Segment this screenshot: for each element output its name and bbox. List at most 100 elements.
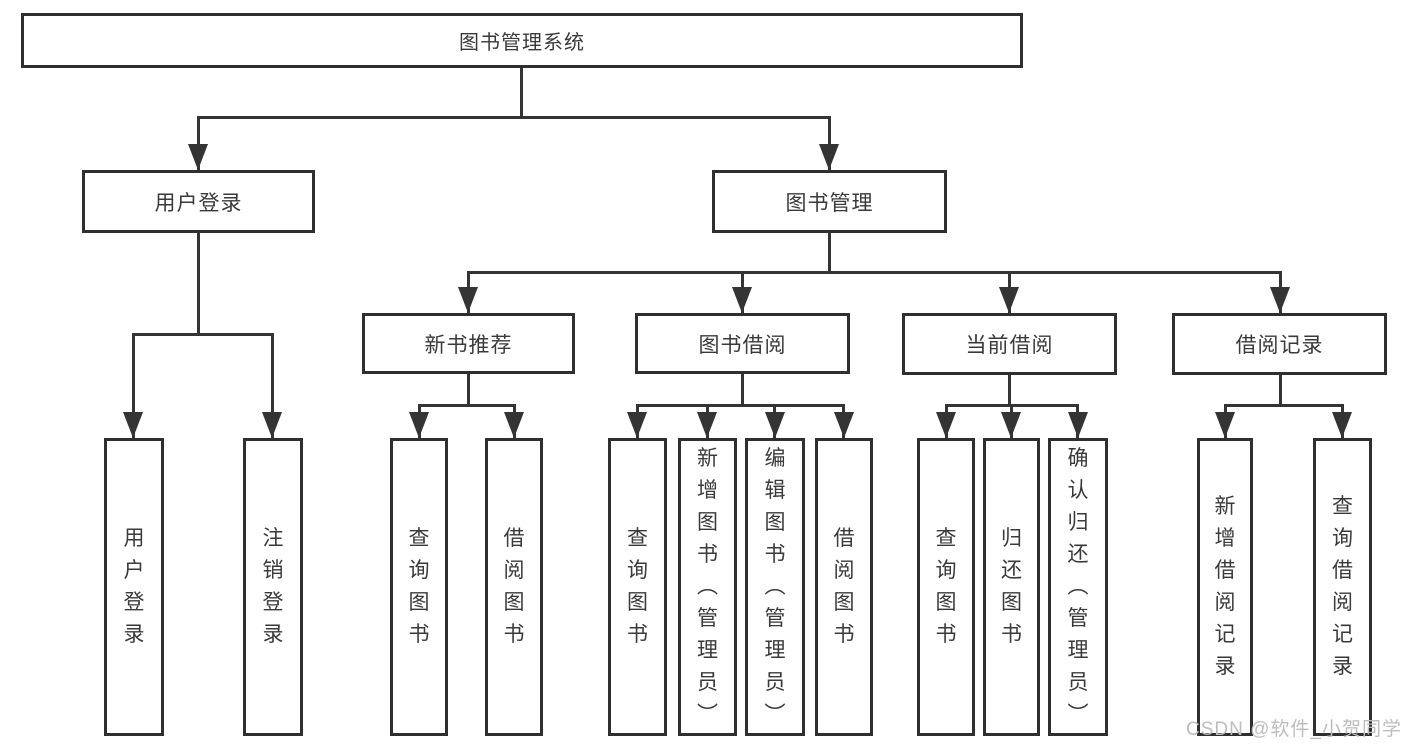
leaf-node-label-char: 录 <box>1332 655 1353 678</box>
node-borrowing-records: 借阅记录 <box>1172 313 1387 375</box>
arrow-down-icon <box>1270 287 1290 313</box>
leaf-node-label-char: 理 <box>697 639 718 662</box>
connector-vline <box>1008 375 1011 405</box>
leaf-node-label-char: 确 <box>1067 447 1089 470</box>
leaf-node-label-char: 编 <box>764 447 786 470</box>
leaf-node-label-char: ︶ <box>697 703 718 726</box>
connector-hline <box>132 333 274 336</box>
connector-hline <box>197 116 831 119</box>
connector-vline <box>741 374 744 407</box>
connector-vline <box>828 116 831 170</box>
leaf-node-label-char: 还 <box>1067 543 1089 566</box>
leaf-node-label-char: 录 <box>262 623 284 646</box>
connector-vline <box>132 333 135 438</box>
leaf-node-add-books-admin: 新增图书︵管理员︶ <box>678 438 737 736</box>
leaf-node-label-char: 登 <box>123 591 145 614</box>
leaf-node-confirm-return-admin: 确认归还︵管理员︶ <box>1048 438 1108 736</box>
node-book-management-label: 图书管理 <box>785 191 874 215</box>
leaf-node-label-char: ︶ <box>1067 703 1089 726</box>
leaf-node-label-char: 询 <box>627 559 648 582</box>
connector-hline <box>1224 404 1344 407</box>
leaf-node-label-char: 借 <box>1214 559 1236 582</box>
leaf-node-label-char: 还 <box>1001 559 1022 582</box>
arrow-down-icon <box>1001 412 1021 438</box>
connector-vline <box>197 233 200 336</box>
arrow-down-icon <box>697 412 717 438</box>
leaf-node-label-char: 员 <box>764 671 786 694</box>
leaf-node-label-char: 图 <box>1001 591 1022 614</box>
leaf-node-label-char: 借 <box>503 527 525 550</box>
node-book-borrowing: 图书借阅 <box>635 313 850 374</box>
leaf-node-label-char: 记 <box>1214 623 1236 646</box>
leaf-node-label-char: 查 <box>627 527 648 550</box>
leaf-node-label-char: 询 <box>1332 527 1353 550</box>
leaf-node-borrow-books-1: 借阅图书 <box>485 438 543 736</box>
connector-vline <box>271 333 274 438</box>
connector-vline <box>197 116 200 170</box>
connector-hline <box>636 404 845 407</box>
node-user-login-label: 用户登录 <box>154 191 243 215</box>
connector-hline <box>467 271 1282 274</box>
leaf-node-user-login: 用户登录 <box>104 438 164 736</box>
leaf-node-label-char: 销 <box>262 559 284 582</box>
leaf-node-label-char: 书 <box>503 623 525 646</box>
arrow-down-icon <box>409 412 429 438</box>
leaf-node-query-books-2: 查询图书 <box>608 438 667 736</box>
arrow-down-icon <box>1215 412 1235 438</box>
leaf-node-label-char: 归 <box>1001 527 1022 550</box>
node-current-borrowing-label: 当前借阅 <box>965 334 1054 357</box>
leaf-node-edit-books-admin: 编辑图书︵管理员︶ <box>745 438 805 736</box>
leaf-node-label-char: 记 <box>1332 623 1353 646</box>
leaf-node-label-char: 认 <box>1067 479 1089 502</box>
leaf-node-label-char: 书 <box>697 543 718 566</box>
leaf-node-label-char: 理 <box>1067 639 1089 662</box>
leaf-node-label-char: 书 <box>627 623 648 646</box>
arrow-down-icon <box>819 144 839 170</box>
leaf-node-query-books-1: 查询图书 <box>390 438 448 736</box>
leaf-node-add-borrow-record: 新增借阅记录 <box>1197 438 1253 736</box>
node-current-borrowing: 当前借阅 <box>902 313 1117 375</box>
leaf-node-label-char: 新 <box>697 447 718 470</box>
leaf-node-label-char: ︵ <box>1067 575 1089 598</box>
node-new-book-recommendation: 新书推荐 <box>362 313 575 374</box>
leaf-node-label-char: 询 <box>408 559 430 582</box>
leaf-node-label-char: 图 <box>503 591 525 614</box>
arrow-down-icon <box>1332 412 1352 438</box>
leaf-node-label-char: ︵ <box>764 575 786 598</box>
leaf-node-label-char: 增 <box>697 479 718 502</box>
leaf-node-label-char: 注 <box>262 527 284 550</box>
leaf-node-label-char: 管 <box>764 607 786 630</box>
leaf-node-label-char: 户 <box>123 559 145 582</box>
leaf-node-label-char: 书 <box>764 543 786 566</box>
leaf-node-query-books-3: 查询图书 <box>917 438 975 736</box>
leaf-node-label-char: 借 <box>1332 559 1353 582</box>
leaf-node-label-char: 管 <box>1067 607 1089 630</box>
arrow-down-icon <box>732 287 752 313</box>
node-book-borrowing-label: 图书借阅 <box>698 333 787 357</box>
connector-hline <box>418 404 516 407</box>
leaf-node-label-char: 图 <box>935 591 957 614</box>
leaf-node-label-char: 辑 <box>764 479 786 502</box>
leaf-node-label-char: 借 <box>833 527 855 550</box>
arrow-down-icon <box>936 412 956 438</box>
node-new-book-recommendation-label: 新书推荐 <box>424 333 513 357</box>
leaf-node-label-char: 图 <box>833 591 855 614</box>
connector-vline <box>828 233 831 274</box>
leaf-node-label-char: 增 <box>1214 527 1236 550</box>
arrow-down-icon <box>627 412 647 438</box>
connector-vline <box>520 68 523 117</box>
node-user-login: 用户登录 <box>82 170 315 233</box>
arrow-down-icon <box>504 412 524 438</box>
leaf-node-query-borrow-record: 查询借阅记录 <box>1313 438 1372 736</box>
leaf-node-label-char: 阅 <box>833 559 855 582</box>
node-borrowing-records-label: 借阅记录 <box>1235 334 1324 357</box>
connector-vline <box>1279 375 1282 405</box>
leaf-node-label-char: 询 <box>935 559 957 582</box>
leaf-node-label-char: 阅 <box>503 559 525 582</box>
leaf-node-label-char: 图 <box>408 591 430 614</box>
leaf-node-label-char: 书 <box>833 623 855 646</box>
leaf-node-label-char: 录 <box>123 623 145 646</box>
leaf-node-label-char: 图 <box>697 511 718 534</box>
leaf-node-label-char: 图 <box>627 591 648 614</box>
